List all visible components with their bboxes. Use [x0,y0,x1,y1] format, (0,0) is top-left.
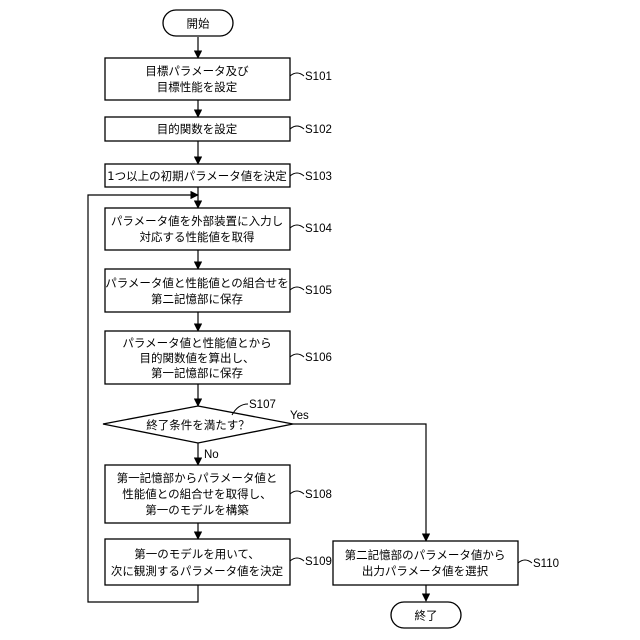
edge-s107-s110-yes [293,424,426,541]
step-s101-line: 目標パラメータ及び [145,64,249,78]
step-id-s101: S101 [305,71,332,83]
start-terminator: 開始 [163,10,233,36]
step-s104-line: パラメータ値を外部装置に入力し [111,214,283,228]
leader-s101 [290,73,304,76]
step-s106-line: 目的関数値を算出し、 [140,351,255,365]
step-s105-box: パラメータ値と性能値との組合せを 第二記憶部に保存 [105,269,290,312]
step-id-s105: S105 [305,285,332,297]
step-id-s109: S109 [305,556,332,568]
step-s103-box: 1つ以上の初期パラメータ値を決定 [105,164,290,187]
step-id-s106: S106 [305,352,332,364]
end-terminator: 終了 [391,602,461,628]
step-s105-line: 第二記憶部に保存 [151,292,243,306]
step-s103-line: 1つ以上の初期パラメータ値を決定 [107,169,287,183]
step-ids: S101 S102 S103 S104 S105 S106 S107 S108 … [249,71,559,570]
step-s104-box: パラメータ値を外部装置に入力し 対応する性能値を取得 [105,208,290,250]
step-s104-line: 対応する性能値を取得 [140,230,255,244]
step-s108-line: 第一記憶部からパラメータ値と [117,471,278,485]
step-s108-line: 第一のモデルを構築 [145,503,249,517]
step-id-s103: S103 [305,171,332,183]
step-id-s110: S110 [533,558,559,570]
step-s102-line: 目的関数を設定 [157,122,238,136]
step-s109-line: 第一のモデルを用いて、 [134,547,260,561]
step-s108-box: 第一記憶部からパラメータ値と 性能値との組合せを取得し、 第一のモデルを構築 [105,465,290,523]
end-label: 終了 [415,609,438,623]
step-s101-line: 目標性能を設定 [157,80,238,94]
leader-s102 [290,126,304,129]
step-s107-decision: 終了条件を満たす？ [103,406,293,443]
step-s110-line: 出力パラメータ値を選択 [362,564,489,578]
step-s109-box: 第一のモデルを用いて、 次に観測するパラメータ値を決定 [105,539,290,585]
leader-s104 [290,225,304,228]
leader-s103 [290,173,304,176]
step-id-s102: S102 [305,124,332,136]
branch-yes-label: Yes [290,410,309,422]
leader-s109 [290,558,304,561]
step-s109-line: 次に観測するパラメータ値を決定 [111,564,284,578]
step-s107-line: 終了条件を満たす？ [146,418,250,432]
leader-s108 [290,491,304,494]
step-s106-box: パラメータ値と性能値とから 目的関数値を算出し、 第一記憶部に保存 [105,331,290,384]
leader-s105 [290,287,304,290]
step-s106-line: 第一記憶部に保存 [151,366,243,380]
step-s110-box: 第二記憶部のパラメータ値から 出力パラメータ値を選択 [333,541,518,585]
step-id-s104: S104 [305,223,332,235]
leader-s110 [518,560,532,563]
step-s108-line: 性能値との組合せを取得し、 [122,487,271,501]
step-s110-line: 第二記憶部のパラメータ値から [345,548,506,562]
step-s101-box: 目標パラメータ及び 目標性能を設定 [105,58,290,100]
leader-s106 [290,354,304,357]
step-s102-box: 目的関数を設定 [105,117,290,141]
step-s105-line: パラメータ値と性能値との組合せを [105,276,289,290]
branch-no-label: No [204,449,219,461]
step-id-s108: S108 [305,489,332,501]
step-s106-line: パラメータ値と性能値とから [122,336,271,350]
step-id-s107: S107 [249,399,276,411]
start-label: 開始 [187,17,210,31]
